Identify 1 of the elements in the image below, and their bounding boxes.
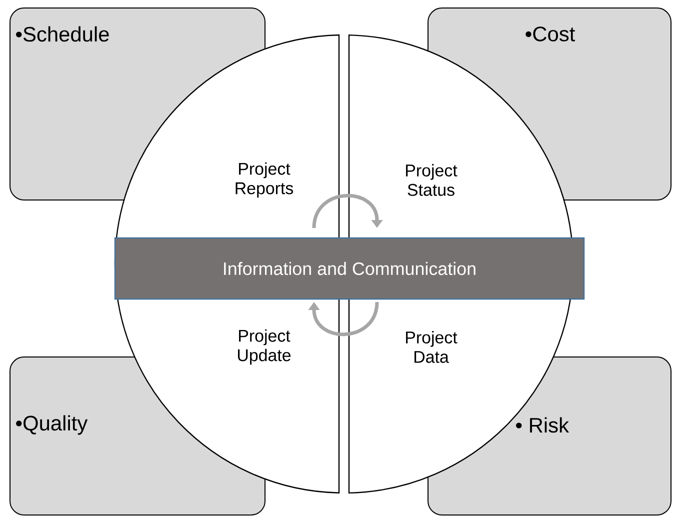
banner: Information and Communication	[114, 237, 585, 300]
